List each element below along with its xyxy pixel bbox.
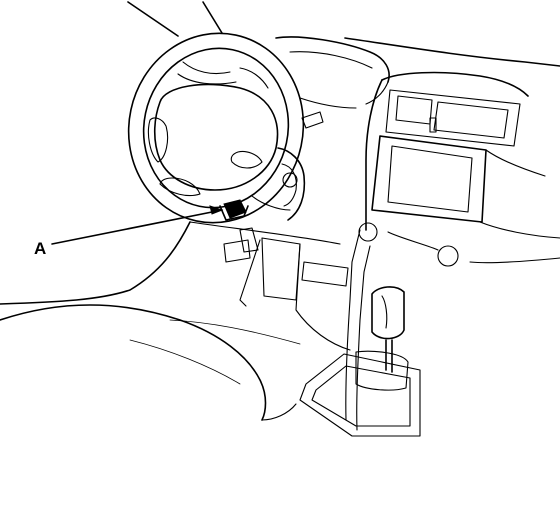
instrument-panel <box>251 36 560 221</box>
part-a-connector <box>219 199 249 221</box>
lower-dash <box>0 221 351 421</box>
callout-a-leader <box>51 205 224 245</box>
steering-wheel <box>127 32 305 224</box>
center-console <box>345 71 560 431</box>
steering-column <box>127 1 223 37</box>
shift-lever <box>299 286 421 437</box>
callout-label-a: A <box>34 239 46 258</box>
